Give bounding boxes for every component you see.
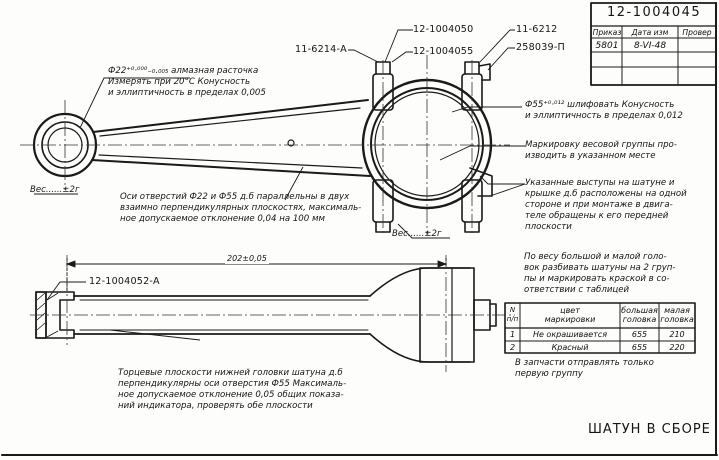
table-row-2-color: Красный (551, 343, 589, 352)
note-spares: В запчасти отправлять только первую груп… (515, 358, 654, 379)
doc-number: 12-1004045 (607, 5, 702, 20)
table-header-small-end: малая головка (660, 306, 694, 324)
note-weight-mark: Маркировку весовой группы про- изводить … (525, 140, 677, 161)
table-row-2-number: 2 (509, 343, 516, 352)
table-header-big-end: большая головка (621, 306, 658, 324)
table-row-2-small-end: 220 (669, 343, 685, 352)
table-row-1-number: 1 (509, 330, 516, 339)
note-lugs: Указанные выступы на шатуне и крышке д.б… (525, 178, 687, 232)
drawing-title: ШАТУН В СБОРЕ (588, 422, 711, 437)
order-number: 5801 (595, 41, 619, 51)
note-sorting: По весу большой и малой голо- вок разбив… (524, 252, 676, 295)
header-checker: Провер (682, 28, 712, 37)
note-end-faces: Торцевые плоскости нижней головки шатуна… (118, 368, 347, 411)
table-row-1-color: Не окрашивается (532, 330, 608, 339)
header-change-date: Дата изм (631, 28, 669, 37)
table-row-1-small-end: 210 (669, 330, 685, 339)
note-weight-right: Вес......±2г (392, 229, 442, 239)
change-date: 8-VI-48 (633, 41, 667, 51)
ref-right-pin: 11-6212 (516, 24, 558, 35)
ref-left-pin: 11-6214-А (295, 44, 347, 55)
note-big-bore: Ф55⁺⁰·⁰¹² шлифовать Конусность и эллипти… (525, 100, 683, 121)
table-row-2-big-end: 655 (631, 343, 648, 352)
ref-top-nut: 12-1004055 (413, 46, 474, 57)
note-small-bore: Ф22⁺⁰·⁰⁰⁰₋₀.₀₀₅ алмазная расточка Измеря… (108, 66, 266, 98)
dimension-length: 202±0,05 (225, 253, 269, 264)
note-weight-left: Вес......±2г (30, 185, 80, 195)
note-parallel-axes: Оси отверстий Ф22 и Ф55 д.б параллельны … (120, 192, 362, 224)
ref-lock-washer: 258039-П (516, 42, 565, 53)
ref-top-bolt: 12-1004050 (413, 24, 474, 35)
header-order: Приказ (592, 28, 622, 37)
table-header-color: цвет маркировки (544, 306, 596, 324)
ref-bottom-body: 12-1004052-А (89, 276, 160, 287)
table-header-number: N п/п (506, 306, 519, 323)
table-row-1-big-end: 655 (631, 330, 648, 339)
